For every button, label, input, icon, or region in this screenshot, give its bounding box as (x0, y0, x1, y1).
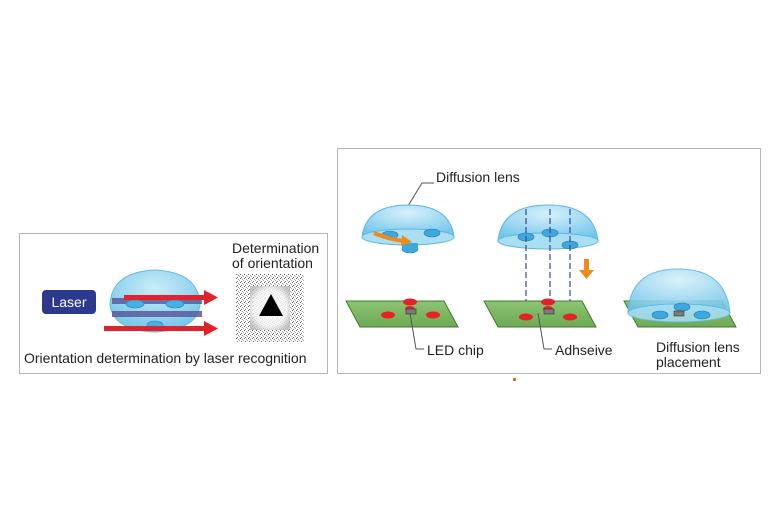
lens-placement-panel: Diffusion lens LED chip Adhseive Diffusi… (337, 148, 761, 374)
placed-diffusion-lens (627, 268, 731, 323)
diffusion-lens-dome-2 (497, 204, 599, 250)
stray-mark (513, 378, 516, 381)
laser-arrow-upper (124, 290, 218, 305)
laser-recognition-caption: Orientation determination by laser recog… (24, 350, 307, 366)
circuit-board-2 (483, 298, 597, 328)
rotation-arrow (373, 231, 412, 246)
alignment-guides (525, 209, 571, 317)
led-chip-leader (409, 312, 424, 350)
laser-beam-lower (112, 311, 202, 317)
lens-placement-figure (345, 182, 737, 350)
determination-label-line1: Determination (232, 240, 320, 256)
lens-leg (125, 299, 145, 309)
placement-label-line1: Diffusion lens (656, 339, 740, 355)
led-chip-label: LED chip (427, 342, 484, 358)
circuit-board-1 (345, 298, 459, 328)
adhesive-leader (537, 312, 552, 350)
determination-label-line2: of orientation (232, 255, 313, 271)
laser-beam-upper (112, 298, 202, 304)
adhesive-label: Adhseive (555, 342, 613, 358)
placement-down-arrow (579, 259, 594, 279)
lens-leg (165, 299, 185, 309)
orientation-triangle-mark (259, 294, 283, 316)
diffusion-lens-label: Diffusion lens (436, 169, 520, 185)
laser-arrow-lower (104, 321, 218, 336)
placement-label-line2: placement (656, 354, 721, 370)
laser-recognition-figure (104, 269, 304, 342)
laser-recognition-panel: Laser Determination of orientation Orien… (19, 233, 328, 374)
diffusion-lens-leader (407, 182, 434, 207)
laser-label: Laser (42, 290, 96, 314)
diffusion-lens-dome-1 (361, 204, 455, 254)
